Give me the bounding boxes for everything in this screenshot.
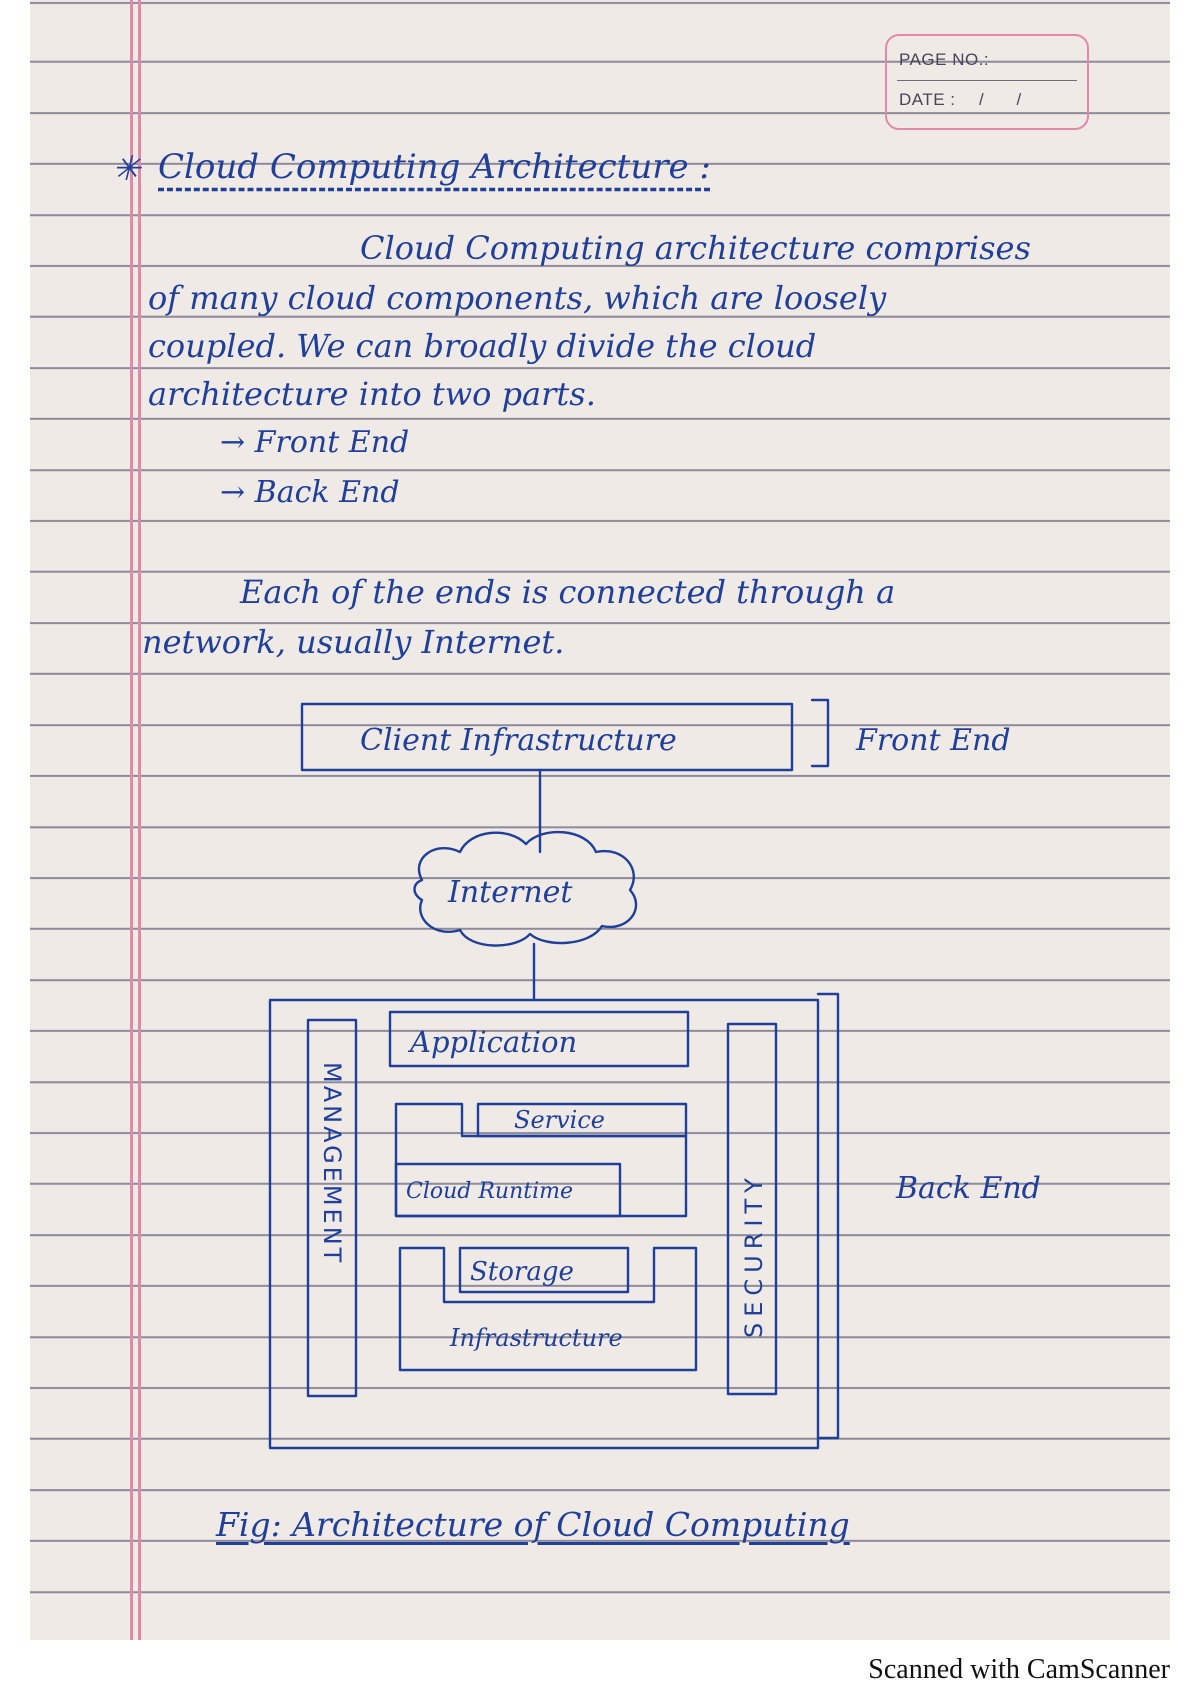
management-label: MANAGEMENT — [318, 1062, 346, 1265]
cloud-runtime-box — [394, 1162, 622, 1218]
application-label: Application — [407, 1025, 577, 1059]
list-item: → Front End — [220, 425, 410, 460]
figure-caption: Fig: Architecture of Cloud Computing — [216, 1505, 850, 1544]
paragraph-line: Cloud Computing architecture comprises — [360, 229, 1031, 267]
front-end-bracket — [810, 698, 830, 768]
date-value: / / — [979, 90, 1036, 109]
page-date-divider — [897, 80, 1077, 81]
paragraph-line: Each of the ends is connected through a — [240, 573, 896, 611]
service-box — [476, 1102, 688, 1138]
camscanner-footer: Scanned with CamScanner — [868, 1654, 1170, 1685]
page-no-label: PAGE NO.: — [899, 50, 990, 69]
paragraph-line: coupled. We can broadly divide the cloud — [148, 327, 817, 365]
paragraph-line: of many cloud components, which are loos… — [148, 279, 887, 317]
service-label: Service — [514, 1106, 605, 1134]
cloud-architecture-diagram: Client Infrastructure Front End Internet… — [268, 698, 1041, 1450]
infrastructure-frame — [398, 1246, 698, 1372]
page-date-box: PAGE NO.: DATE : / / — [885, 34, 1089, 130]
paragraph-line: architecture into two parts. — [148, 375, 596, 413]
client-infrastructure-label: Client Infrastructure — [360, 723, 677, 758]
back-end-label: Back End — [895, 1171, 1041, 1206]
front-end-label: Front End — [855, 723, 1011, 758]
storage-box — [458, 1246, 630, 1294]
security-label: SECURITY — [740, 1172, 768, 1338]
infrastructure-label: Infrastructure — [449, 1324, 623, 1352]
back-end-box — [268, 998, 820, 1450]
client-infrastructure-box — [300, 702, 794, 772]
storage-label: Storage — [470, 1257, 574, 1287]
margin-line-right — [138, 0, 141, 1640]
internet-cloud-icon — [413, 830, 638, 947]
margin-line-left — [130, 0, 133, 1640]
security-box — [726, 1022, 778, 1396]
paragraph-line: network, usually Internet. — [142, 623, 565, 661]
management-box — [306, 1018, 358, 1398]
notebook-page: PAGE NO.: DATE : / / ✳ Cloud Computing A… — [30, 0, 1170, 1640]
page-title: Cloud Computing Architecture : — [158, 147, 711, 187]
cloud-runtime-label: Cloud Runtime — [406, 1179, 573, 1204]
internet-label: Internet — [447, 875, 573, 910]
application-box — [388, 1010, 690, 1068]
date-label: DATE : — [899, 90, 956, 109]
asterisk-icon: ✳ — [112, 149, 141, 189]
list-item: → Back End — [220, 475, 400, 510]
back-end-bracket — [816, 992, 840, 1440]
